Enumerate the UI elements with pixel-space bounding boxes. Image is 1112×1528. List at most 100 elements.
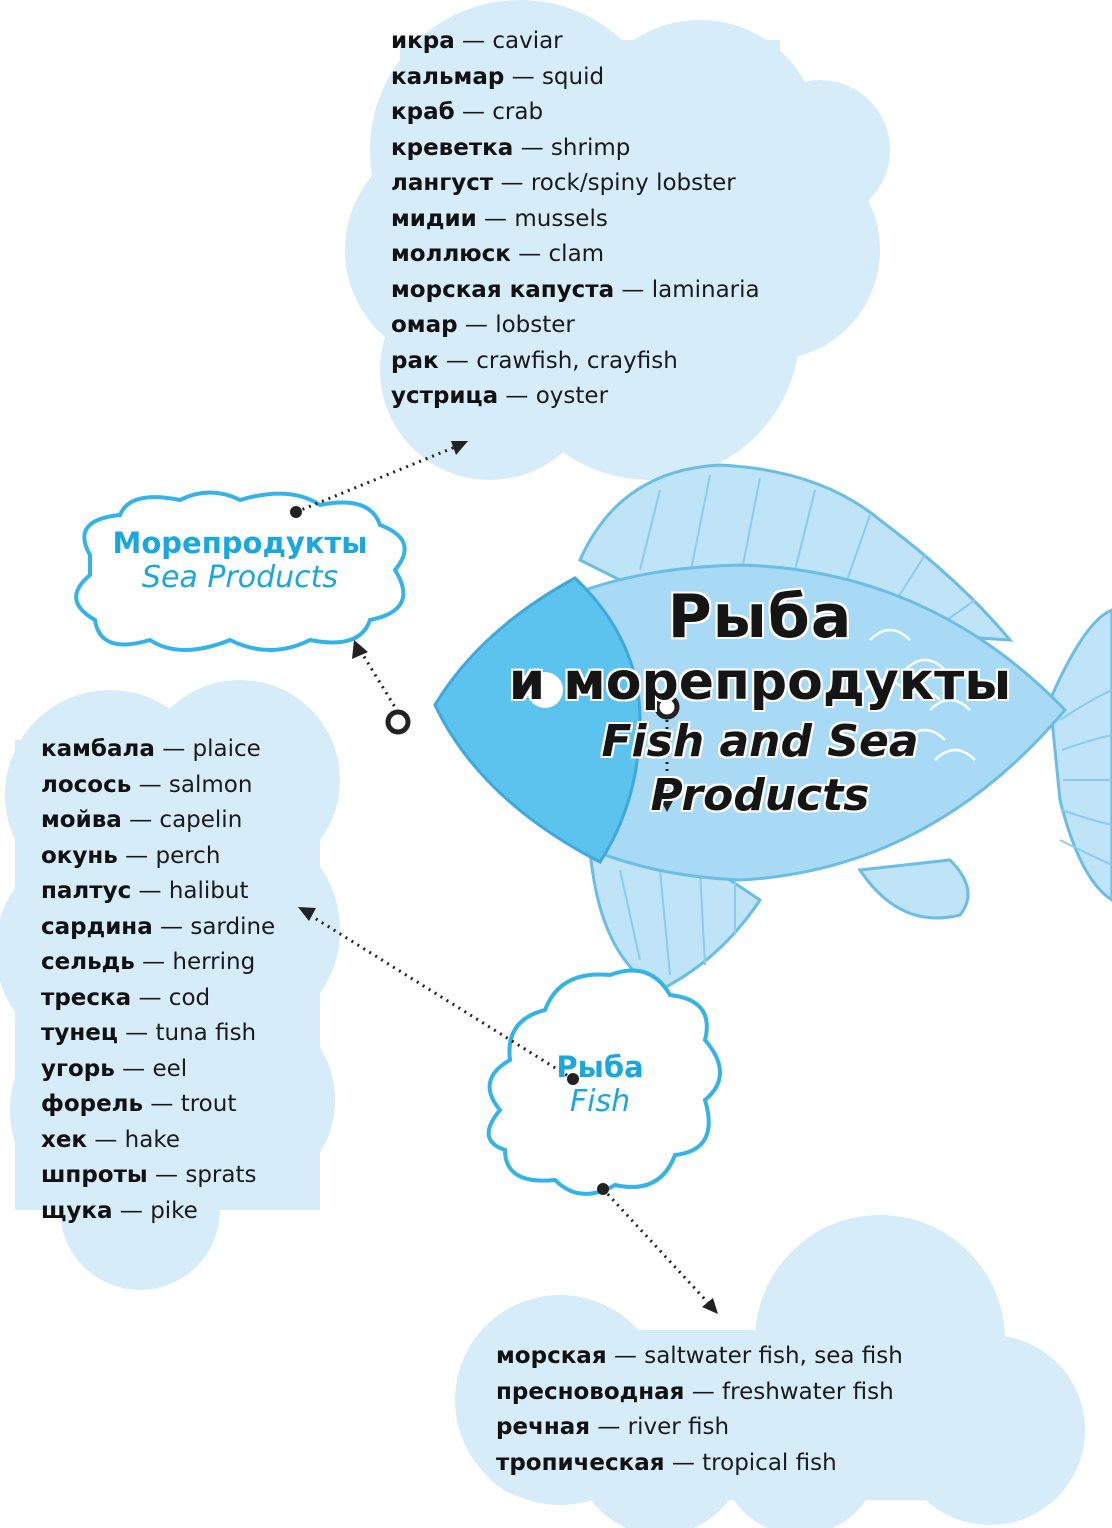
vocab-separator: —: [94, 1126, 118, 1153]
connector-rings: [385, 694, 680, 735]
vocab-ru: устрица: [391, 383, 499, 409]
vocab-separator: —: [691, 1378, 715, 1405]
vocab-separator: —: [613, 1343, 637, 1369]
vocab-item: кальмар — squid: [391, 60, 760, 96]
vocab-item: сельдь — herring: [41, 945, 275, 981]
vocab-separator: —: [138, 771, 162, 798]
seafood-node-ru: Морепродукты: [112, 526, 368, 560]
vocab-separator: —: [505, 383, 529, 409]
center-title-en-line2: Products: [650, 770, 870, 821]
vocab-item: палтус — halibut: [41, 874, 275, 910]
vocab-ru: форель: [41, 1091, 144, 1117]
vocab-ru: треска: [41, 984, 132, 1011]
vocab-separator: —: [597, 1414, 621, 1440]
vocab-separator: —: [500, 170, 524, 196]
seafood-node-outline: [74, 490, 407, 652]
vocab-en: sprats: [185, 1162, 257, 1188]
vocab-ru: щука: [41, 1197, 113, 1224]
fish-node-outline: [486, 968, 722, 1196]
vocab-en: squid: [541, 63, 605, 90]
vocab-separator: —: [138, 984, 162, 1011]
seafood-node-en: Sea Products: [141, 560, 339, 595]
vocab-en: caviar: [492, 28, 563, 54]
vocab-ru: моллюск: [391, 241, 511, 267]
vocab-ru: креветка: [391, 134, 514, 161]
vocab-item: окунь — perch: [41, 839, 275, 875]
vocab-item: моллюск — clam: [391, 237, 760, 273]
vocab-separator: —: [518, 241, 542, 267]
vocab-item: пресноводная — freshwater fish: [496, 1375, 903, 1411]
vocab-separator: —: [160, 913, 184, 940]
vocab-en: halibut: [168, 878, 249, 904]
vocab-item: речная — river fish: [496, 1410, 903, 1446]
vocab-en: capelin: [159, 807, 243, 833]
vocab-separator: —: [162, 736, 186, 762]
vocab-item: лосось — salmon: [41, 768, 275, 804]
vocab-item: краб — crab: [391, 95, 760, 131]
center-title: Рыба и морепродукты Fish and Sea Product…: [470, 585, 1050, 823]
vocab-separator: —: [461, 99, 485, 125]
vocab-ru: окунь: [41, 842, 118, 869]
vocab-en: mussels: [514, 205, 608, 232]
fish-types-cloud: [455, 1215, 1085, 1528]
vocab-ru: морская капуста: [391, 276, 615, 303]
vocab-separator: —: [142, 949, 166, 975]
vocab-item: омар — lobster: [391, 308, 760, 344]
center-title-ru-line2: и морепродукты: [508, 652, 1012, 712]
vocab-item: мойва — capelin: [41, 803, 275, 839]
fish-node: Рыба Fish: [500, 1050, 700, 1119]
vocab-item: креветка — shrimp: [391, 131, 760, 167]
vocab-separator: —: [125, 842, 149, 869]
vocab-item: тунец — tuna fish: [41, 1016, 275, 1052]
vocab-item: форель — trout: [41, 1087, 275, 1123]
connector-dots: [290, 506, 609, 1195]
vocab-item: щука — pike: [41, 1194, 275, 1230]
fish-illustration: [433, 463, 1112, 992]
vocab-ru: хек: [41, 1126, 88, 1153]
vocab-en: river fish: [627, 1414, 730, 1440]
vocab-separator: —: [138, 878, 162, 904]
vocab-ru: камбала: [41, 736, 155, 762]
vocab-en: tuna fish: [155, 1020, 257, 1046]
vocab-ru: сардина: [41, 913, 153, 940]
vocab-ru: тропическая: [496, 1449, 665, 1476]
vocab-en: hake: [124, 1126, 180, 1153]
vocab-ru: рак: [391, 347, 439, 374]
vocab-item: камбала — plaice: [41, 732, 275, 768]
vocab-en: perch: [155, 842, 221, 869]
seafood-list-cloud: [345, 0, 890, 480]
vocab-separator: —: [621, 276, 645, 303]
vocab-item: лангуст — rock/spiny lobster: [391, 166, 760, 202]
vocab-ru: кальмар: [391, 63, 505, 90]
vocab-en: plaice: [192, 736, 261, 762]
vocab-en: tropical fish: [702, 1449, 837, 1476]
fish-list-cloud: [0, 680, 340, 1290]
vocab-item: мидии — mussels: [391, 202, 760, 238]
vocab-item: угорь — eel: [41, 1052, 275, 1088]
vocab-separator: —: [511, 63, 535, 90]
vocab-ru: шпроты: [41, 1162, 148, 1188]
vocab-separator: —: [671, 1449, 695, 1476]
vocab-en: pike: [150, 1197, 198, 1224]
vocab-item: рак — crawfish, crayfish: [391, 344, 760, 380]
vocab-en: rock/spiny lobster: [530, 170, 736, 196]
vocab-separator: —: [445, 347, 469, 374]
vocab-item: морская капуста — laminaria: [391, 273, 760, 309]
vocab-item: тропическая — tropical fish: [496, 1446, 903, 1482]
connector-lines: [295, 443, 714, 1309]
vocab-en: saltwater fish, sea fish: [644, 1343, 903, 1369]
vocab-ru: пресноводная: [496, 1378, 685, 1405]
vocab-en: salmon: [168, 771, 253, 798]
vocab-separator: —: [150, 1091, 174, 1117]
vocab-en: cod: [168, 984, 211, 1011]
vocab-en: laminaria: [651, 276, 760, 303]
center-title-en-line1: Fish and Sea: [601, 716, 919, 767]
vocab-en: oyster: [535, 383, 609, 409]
vocab-item: икра — caviar: [391, 24, 760, 60]
vocab-separator: —: [484, 205, 508, 232]
vocab-en: clam: [548, 241, 605, 267]
vocab-ru: речная: [496, 1414, 591, 1440]
